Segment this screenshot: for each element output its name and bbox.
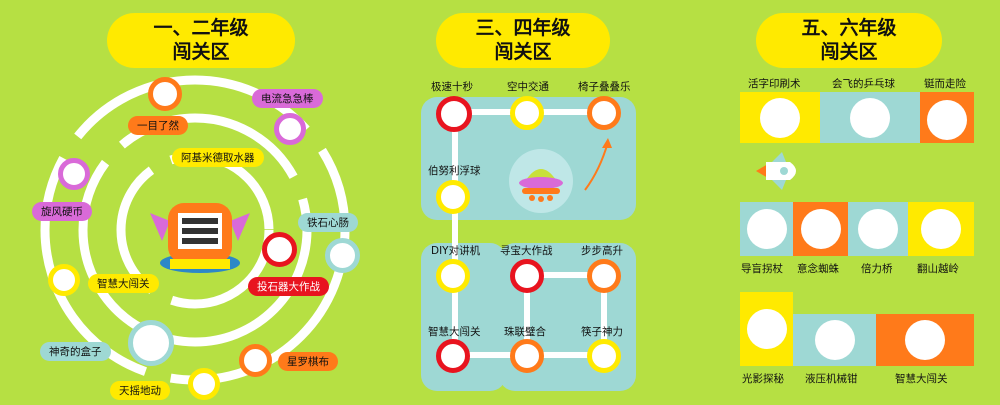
station-label: 意念蜘蛛 — [797, 263, 839, 275]
ufo-icon — [506, 146, 576, 216]
station-label: 寻宝大作战 — [500, 245, 553, 257]
station-label: 投石器大作战 — [248, 277, 329, 296]
station-circle — [48, 264, 80, 296]
station-label: 智慧大闯关 — [88, 274, 159, 293]
zone3-title: 五、六年级闯关区 — [756, 13, 942, 68]
zone2-title: 三、四年级闯关区 — [436, 13, 610, 68]
station-label: 筷子神力 — [581, 326, 623, 338]
station-label: 步步高升 — [581, 245, 623, 257]
station-label: 液压机械钳 — [805, 373, 858, 385]
station-circle — [587, 339, 621, 373]
station-label: 旋风硬币 — [32, 202, 92, 221]
station-label: 阿基米德取水器 — [172, 148, 264, 167]
station-label: 活字印刷术 — [748, 78, 801, 90]
station-circle — [128, 320, 174, 366]
station-label: 智慧大闯关 — [428, 326, 481, 338]
station-circle — [436, 259, 470, 293]
station-label: 星罗棋布 — [278, 352, 338, 371]
station-circle — [262, 232, 297, 267]
station-block — [793, 314, 876, 366]
station-circle — [436, 96, 472, 132]
station-circle — [325, 238, 360, 273]
station-label: 极速十秒 — [431, 81, 473, 93]
station-label: 椅子叠叠乐 — [578, 81, 631, 93]
zone1-title: 一、二年级闯关区 — [107, 13, 295, 68]
station-circle — [58, 158, 90, 190]
station-circle — [510, 96, 544, 130]
station-label: 天摇地动 — [110, 381, 170, 400]
station-block — [740, 92, 820, 143]
station-circle — [239, 344, 272, 377]
station-circle — [587, 259, 621, 293]
station-label: 珠联璧合 — [504, 326, 546, 338]
robot-icon — [150, 193, 250, 283]
station-circle — [436, 180, 470, 214]
station-label: 神奇的盒子 — [40, 342, 111, 361]
rocket-icon — [752, 148, 802, 194]
station-label: 导盲拐杖 — [741, 263, 783, 275]
station-block — [908, 202, 974, 256]
station-block — [740, 292, 793, 366]
station-block — [820, 92, 920, 143]
station-circle — [510, 339, 544, 373]
station-label: 光影探秘 — [742, 373, 784, 385]
station-block — [740, 202, 793, 256]
station-label: 倍力桥 — [861, 263, 893, 275]
station-label: 电流急急棒 — [252, 89, 323, 108]
station-label: DIY对讲机 — [431, 245, 481, 257]
station-label: 会飞的乒乓球 — [832, 78, 895, 90]
station-label: 空中交通 — [507, 81, 549, 93]
station-block — [876, 314, 974, 366]
station-circle — [510, 259, 544, 293]
station-circle — [148, 77, 182, 111]
station-label: 铁石心肠 — [298, 213, 358, 232]
station-label: 伯努利浮球 — [428, 165, 481, 177]
station-circle — [587, 96, 621, 130]
station-label: 一目了然 — [128, 116, 188, 135]
station-label: 翻山越岭 — [917, 263, 959, 275]
station-circle — [188, 368, 220, 400]
station-label: 智慧大闯关 — [895, 373, 948, 385]
station-circle — [274, 113, 306, 145]
station-block — [793, 202, 848, 256]
station-block — [848, 202, 908, 256]
station-label: 铤而走险 — [924, 78, 966, 90]
station-circle — [436, 339, 470, 373]
